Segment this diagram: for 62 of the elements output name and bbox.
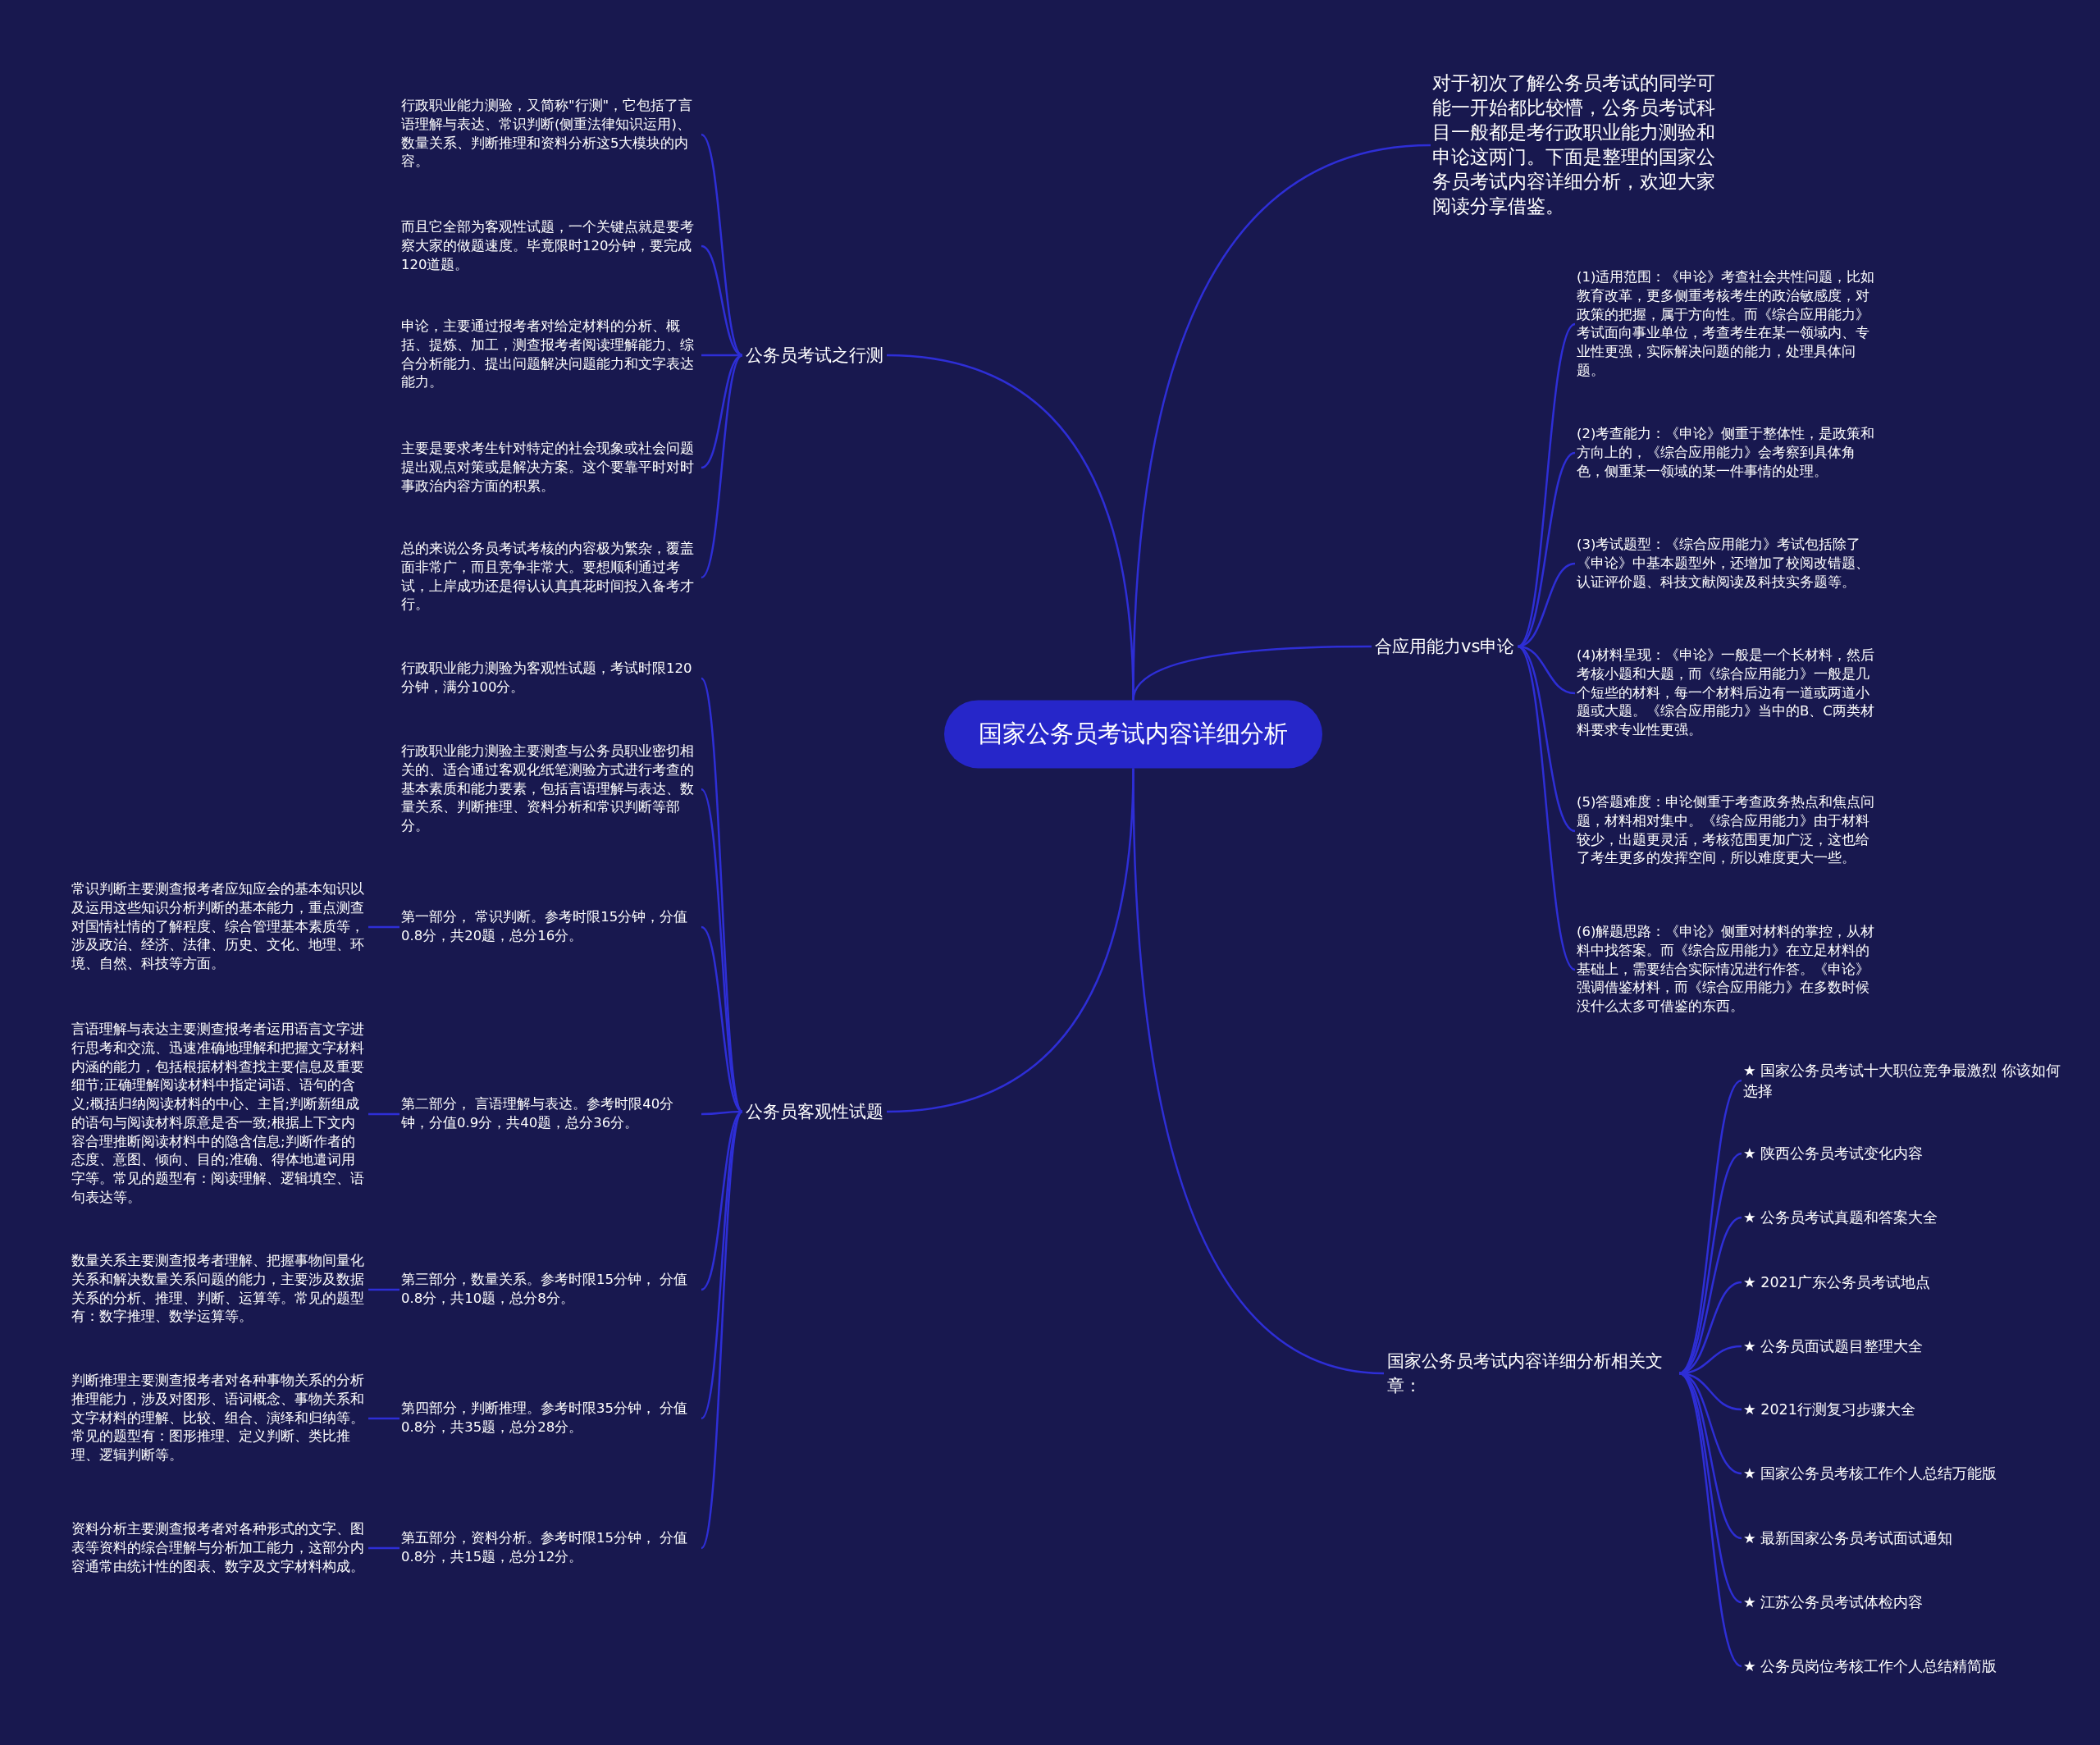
branch-topic: 合应用能力vs申论 xyxy=(1372,630,1518,663)
leaf-text: 第一部分， 常识判断。参考时限15分钟，分值0.8分，共20题，总分16分。 xyxy=(399,907,701,948)
leaf-text: 总的来说公务员考试考核的内容极为繁杂，覆盖面非常广，而且竞争非常大。要想顺利通过考试，上岸成功还是得认认真真花时间投入备考才行。 xyxy=(399,538,701,617)
link-item: ★ 公务员岗位考核工作个人总结精简版 xyxy=(1742,1654,2065,1679)
connector-line xyxy=(1678,1152,1742,1375)
link-item: ★ 国家公务员考试十大职位竞争最激烈 你该如何选择 xyxy=(1742,1058,2065,1103)
link-item: ★ 2021行测复习步骤大全 xyxy=(1742,1397,2065,1422)
leaf-text: 数量关系主要测查报考者理解、把握事物间量化关系和解决数量关系问题的能力，主要涉及数据关系的分析、推理、判断、运算等。常见的题型有：数字推理、数学运算等。 xyxy=(70,1250,368,1329)
leaf-text: 而且它全部为客观性试题，一个关键点就是要考察大家的做题速度。毕竟限时120分钟，要完成120道题。 xyxy=(399,216,701,276)
leaf-text: (5)答题难度：申论侧重于考查政务热点和焦点问题，材料相对集中。《综合应用能力》由于材料较少，出题更灵活，考核范围更加广泛，这也给了考生更多的发挥空间，所以难度更大一些。 xyxy=(1575,792,1878,870)
connector-line xyxy=(1132,645,1372,701)
branch-topic: 国家公务员考试内容详细分析相关文章： xyxy=(1384,1345,1679,1402)
connector-line xyxy=(1517,323,1576,647)
leaf-text: 第二部分， 言语理解与表达。参考时限40分钟，分值0.9分，共40题，总分36分。 xyxy=(399,1094,701,1135)
link-item: ★ 2021广东公务员考试地点 xyxy=(1742,1270,2065,1295)
connector-line xyxy=(701,354,742,357)
connector-line xyxy=(701,1110,742,1116)
leaf-text: 常识判断主要测查报考者应知应会的基本知识以及运用这些知识分析判断的基本能力，重点测查对国情社情的了解程度、综合管理基本素质等，涉及政治、经济、法律、历史、文化、地理、环境、自然、科技等方面。 xyxy=(70,879,368,975)
connector-line xyxy=(368,1417,399,1420)
connector-line xyxy=(1132,768,1385,1375)
leaf-text: 行政职业能力测验为客观性试题，考试时限120分钟，满分100分。 xyxy=(399,658,701,699)
branch-topic: 公务员客观性试题 xyxy=(742,1095,887,1128)
connector-line xyxy=(701,134,743,356)
link-item: ★ 国家公务员考核工作个人总结万能版 xyxy=(1742,1461,2065,1486)
link-item: ★ 公务员考试真题和答案大全 xyxy=(1742,1205,2065,1230)
leaf-text: 言语理解与表达主要测查报考者运用语言文字进行思考和交流、迅速准确地理解和把握文字材料内涵的能力，包括根据材料查找主要信息及重要细节;正确理解阅读材料中指定词语、语句的含义;概括归纳阅读材料的中心、主旨;判断新组成的语句与阅读材料原意是否一致;根据上下文内容合理推断阅读材料中的隐含信息;判断作者的态度、意图、倾向、目的;准确、得体地遣词用字等。常见的题型有：阅读理解、逻辑填空、语句表达等。 xyxy=(70,1019,368,1209)
leaf-text: 第三部分，数量关系。参考时限15分钟， 分值0.8分，共10题，总分8分。 xyxy=(399,1269,701,1310)
leaf-text: 第五部分，资料分析。参考时限15分钟， 分值0.8分，共15题，总分12分。 xyxy=(399,1528,701,1569)
leaf-text: 主要是要求考生针对特定的社会现象或社会问题提出观点对策或是解决方案。这个要靠平时对时事政治内容方面的积累。 xyxy=(399,437,701,498)
leaf-text: 申论，主要通过报考者对给定材料的分析、概括、提炼、加工，测查报考者阅读理解能力、综合分析能力、提出问题解决问题能力和文字表达能力。 xyxy=(399,316,701,395)
connector-line xyxy=(701,354,743,578)
leaf-text: 资料分析主要测查报考者对各种形式的文字、图表等资料的综合理解与分析加工能力，这部分内容通常由统计性的图表、数字及文字材料构成。 xyxy=(70,1518,368,1578)
intro-text: 对于初次了解公务员考试的同学可能一开始都比较懵，公务员考试科目一般都是考行政职业能力测验和申论这两门。下面是整理的国家公务员考试内容详细分析，欢迎大家阅读分享借鉴。 xyxy=(1431,70,1729,221)
link-item: ★ 江苏公务员考试体检内容 xyxy=(1742,1590,2065,1615)
connector-line xyxy=(701,1111,743,1290)
leaf-text: (3)考试题型：《综合应用能力》考试包括除了《申论》中基本题型外，还增加了校阅改错题、认证评价题、科技文献阅读及科技实务题等。 xyxy=(1575,533,1878,594)
leaf-text: 第四部分，判断推理。参考时限35分钟， 分值0.8分，共35题，总分28分。 xyxy=(399,1398,701,1439)
connector-line xyxy=(701,926,743,1112)
leaf-text: (1)适用范围：《申论》考查社会共性问题，比如教育改革，更多侧重考核考生的政治敏感度，对政策的把握，属于方向性。而《综合应用能力》考试面向事业单位，考查考生在某一领域内、专业性更强，实际解决问题的能力，处理具体问题。 xyxy=(1575,266,1878,382)
leaf-text: (6)解题思路：《申论》侧重对材料的掌控，从材料中找答案。而《综合应用能力》在立足材料的基础上，需要结合实际情况进行作答。《申论》强调借鉴材料，而《综合应用能力》在多数时候没什么太多可借鉴的东西。 xyxy=(1575,921,1878,1018)
leaf-text: (2)考查能力：《申论》侧重于整体性，是政策和方向上的，《综合应用能力》会考察到具体角色，侧重某一领域的某一件事情的处理。 xyxy=(1575,423,1878,483)
leaf-text: 行政职业能力测验主要测查与公务员职业密切相关的、适合通过客观化纸笔测验方式进行考查的基本素质和能力要素，包括言语理解与表达、数量关系、判断推理、资料分析和常识判断等部分。 xyxy=(399,741,701,838)
connector-line xyxy=(701,788,743,1112)
leaf-text: (4)材料呈现：《申论》一般是一个长材料，然后考核小题和大题，而《综合应用能力》一般是几个短些的材料，每一个材料后边有一道或两道小题或大题。《综合应用能力》当中的B、C两类材料要求专业性更强。 xyxy=(1575,645,1878,742)
connector-line xyxy=(700,1111,744,1549)
connector-line xyxy=(368,1546,399,1550)
connector-line xyxy=(701,244,743,357)
link-item: ★ 最新国家公务员考试面试通知 xyxy=(1742,1526,2065,1551)
link-item: ★ 公务员面试题目整理大全 xyxy=(1742,1334,2065,1359)
central-topic-pill: 国家公务员考试内容详细分析 xyxy=(944,700,1322,769)
connector-line xyxy=(368,925,399,929)
connector-line xyxy=(886,354,1134,701)
connector-line xyxy=(701,354,743,469)
connector-line xyxy=(1517,646,1576,971)
connector-line xyxy=(368,1112,399,1116)
leaf-text: 判断推理主要测查报考者对各种事物关系的分析推理能力，涉及对图形、语词概念、事物关系和文字材料的理解、比较、组合、演绎和归纳等。常见的题型有：图形推理、定义判断、类比推理、逻辑判断等。 xyxy=(70,1370,368,1467)
connector-line xyxy=(1517,451,1576,648)
branch-topic: 公务员考试之行测 xyxy=(742,339,887,372)
leaf-text: 行政职业能力测验，又简称"行测"，它包括了言语理解与表达、常识判断(侧重法律知识运用)、数量关系、判断推理和资料分析这5大模块的内容。 xyxy=(399,95,701,174)
link-item: ★ 陕西公务员考试变化内容 xyxy=(1742,1141,2065,1166)
connector-line xyxy=(368,1288,399,1291)
connector-line xyxy=(1518,562,1576,648)
